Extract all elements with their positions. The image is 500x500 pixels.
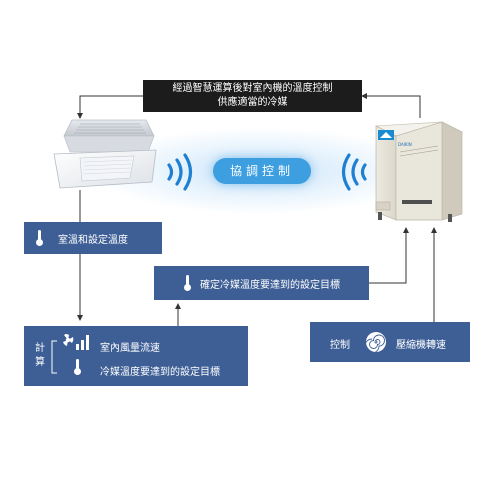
refrigerant-target-box: 確定冷媒溫度要達到的設定目標 (154, 266, 369, 300)
top-info-box: 經過智慧運算後對室內機的溫度控制 供應適當的冷媒 (143, 80, 362, 112)
refrigerant-target-label: 確定冷媒溫度要達到的設定目標 (200, 280, 340, 291)
outdoor-unit: DAIKIN (374, 121, 464, 222)
wireless-waves-right-icon (341, 153, 367, 191)
brand-text: DAIKIN (398, 142, 412, 147)
control-label: 控制 (330, 340, 350, 351)
compressor-spiral-icon (365, 332, 386, 353)
calculation-box: 計 算 室內風量流速 冷媒溫度要達到的設定目標 (24, 326, 248, 386)
top-info-line2: 供應適當的冷媒 (217, 97, 288, 108)
refrigerant-temp-target-label: 冷媒溫度要達到的設定目標 (100, 367, 220, 378)
arrow-top-to-indoor (77, 95, 143, 119)
calc-side-label: 計 算 (35, 343, 45, 368)
fan-signal-icon (63, 334, 89, 350)
top-info-line1: 經過智慧運算後對室內機的溫度控制 (172, 83, 333, 94)
indoor-airflow-label: 室內風量流速 (100, 343, 160, 354)
calc-bracket (51, 340, 57, 374)
arrow-outdoor-to-top (361, 93, 421, 118)
compressor-control-box: 控制 壓縮機轉速 (310, 322, 470, 362)
compressor-speed-label: 壓縮機轉速 (396, 340, 446, 351)
wireless-waves-left-icon (167, 153, 193, 191)
arrow-target-to-outdoor (369, 227, 409, 284)
coordinated-control-pill: 協調控制 (213, 158, 311, 184)
room-temperature-label: 室溫和設定溫度 (58, 235, 128, 246)
room-temperature-box: 室溫和設定溫度 (24, 222, 162, 254)
indoor-cassette-unit (53, 119, 157, 189)
